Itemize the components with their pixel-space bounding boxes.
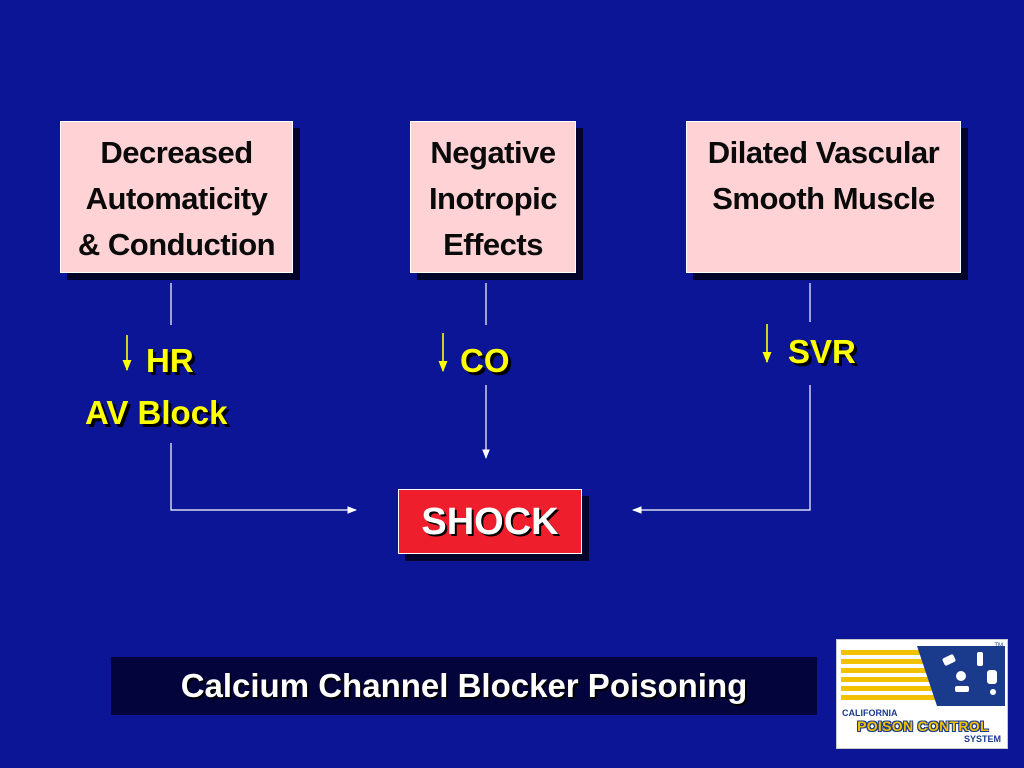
- hr-label: HR: [146, 342, 194, 379]
- logo-text-poison-control: POISON CONTROL: [857, 718, 989, 734]
- poison-control-logo: TM CALIFORNIA POISON CONTROL SYSTEM: [836, 639, 1008, 749]
- box-line: Dilated Vascular: [707, 135, 940, 170]
- av-block-label: AV Block: [85, 394, 228, 431]
- box-line: Automaticity: [85, 181, 268, 216]
- box-line: Decreased: [100, 135, 253, 170]
- co-label: CO: [460, 342, 510, 379]
- box-line: & Conduction: [77, 227, 276, 262]
- logo-text-california: CALIFORNIA: [842, 708, 898, 718]
- svr-label: SVR: [788, 333, 856, 370]
- connector-avblock-to-shock: [170, 443, 357, 514]
- dilated-vascular-box: Dilated Vascular Smooth Muscle: [686, 121, 961, 273]
- box-line: Negative: [430, 135, 556, 170]
- negative-inotropic-box: Negative Inotropic Effects: [410, 121, 576, 273]
- trademark-mark: TM: [994, 643, 1003, 649]
- box-line: Effects: [443, 227, 543, 262]
- logo-text-system: SYSTEM: [963, 734, 1001, 744]
- connector-svr-to-shock: [632, 385, 811, 514]
- box-line: Smooth Muscle: [712, 181, 935, 216]
- decreased-automaticity-box: Decreased Automaticity & Conduction: [60, 121, 293, 273]
- logo-graphic: [841, 646, 1005, 706]
- shock-box: SHOCK: [398, 489, 582, 554]
- slide-title: Calcium Channel Blocker Poisoning: [111, 657, 817, 715]
- box-line: Inotropic: [428, 181, 558, 216]
